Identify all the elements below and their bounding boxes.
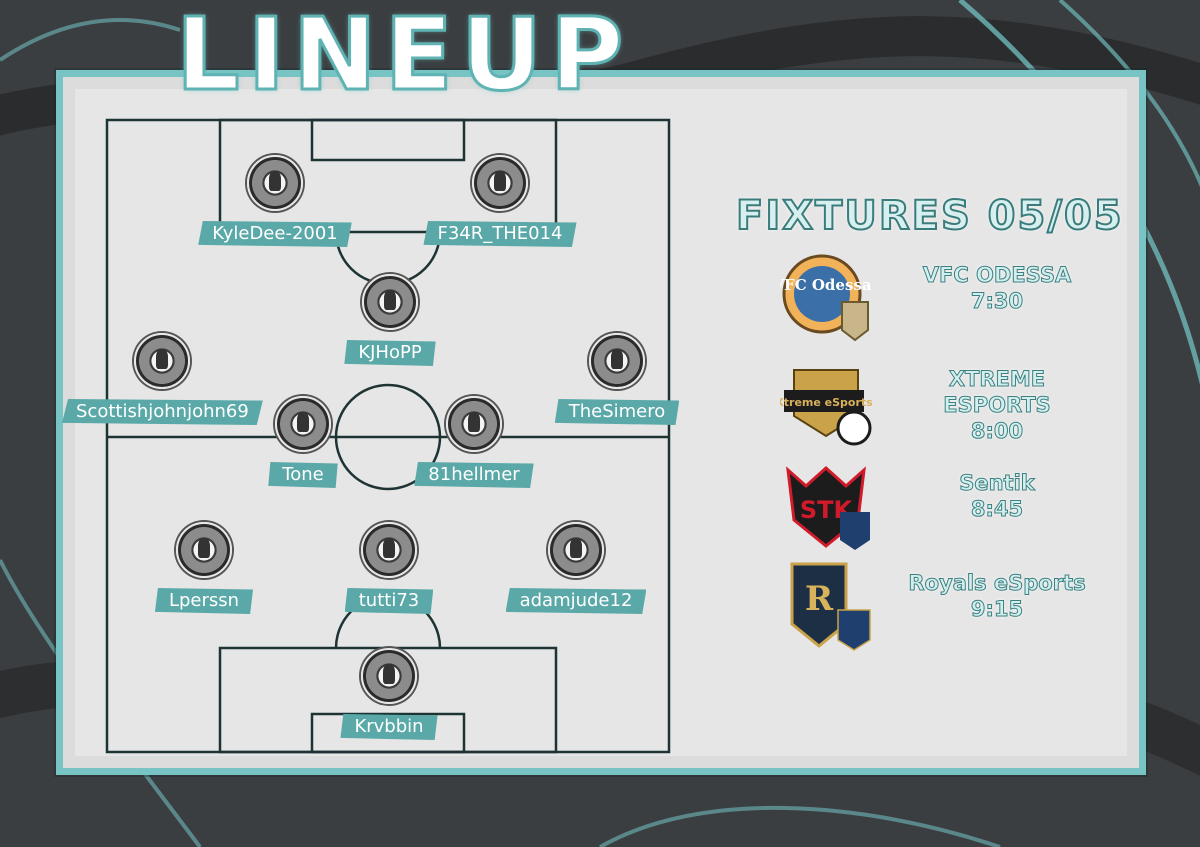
xtreme-esports-logo-icon: Xtreme eSports [780, 369, 872, 446]
royals-esports-logo-icon: R [790, 562, 871, 651]
player-card: Scottishjohnjohn69 [62, 333, 263, 425]
fixture-row: R Royals eSports 9:15 [780, 560, 1120, 652]
player-card: Tone [203, 396, 403, 488]
fixture-team: Royals eSports [908, 571, 1086, 596]
player-name: TheSimero [554, 399, 680, 425]
top-goal-box [310, 118, 466, 162]
fixture-time: 8:45 [970, 497, 1024, 522]
wolf-crest-icon [446, 396, 502, 452]
player-card: Lperssn [104, 522, 304, 614]
sentik-logo-icon: STK [786, 465, 870, 550]
fixture-team: XTREME ESPORTS [943, 367, 1051, 418]
player-card: adamjude12 [476, 522, 676, 614]
logo-text: Xtreme eSports [780, 396, 872, 409]
fixture-row: STK Sentik 8:45 [780, 460, 1120, 552]
vfc-odessa-logo-icon: VFC Odessa [780, 254, 872, 342]
player-name: Scottishjohnjohn69 [62, 399, 263, 425]
fixture-row: Xtreme eSports XTREME ESPORTS 8:00 [780, 356, 1120, 448]
player-card: 81hellmer [374, 396, 574, 488]
football-pitch [105, 118, 671, 754]
player-name: KyleDee-2001 [198, 221, 352, 247]
fixture-info: VFC ODESSA 7:30 [892, 262, 1102, 314]
player-card: KyleDee-2001 [175, 155, 375, 247]
wolf-crest-icon [361, 522, 417, 578]
player-name: 81hellmer [414, 462, 534, 488]
page-title: LINEUP [174, 0, 632, 113]
player-name: KJHoPP [344, 340, 436, 366]
wolf-crest-icon [589, 333, 645, 389]
wolf-crest-icon [361, 648, 417, 704]
wolf-crest-icon [176, 522, 232, 578]
wolf-crest-icon [134, 333, 190, 389]
wolf-crest-icon [247, 155, 303, 211]
player-card: tutti73 [289, 522, 489, 614]
wolf-crest-icon [548, 522, 604, 578]
fixture-info: Sentik 8:45 [892, 470, 1102, 522]
player-card: TheSimero [517, 333, 717, 425]
logo-text: R [805, 579, 834, 619]
player-name: Krvbbin [340, 714, 438, 740]
centre-circle [334, 383, 442, 491]
player-name: Lperssn [154, 588, 254, 614]
fixture-info: XTREME ESPORTS 8:00 [892, 366, 1102, 444]
player-name: adamjude12 [505, 588, 647, 614]
fixture-time: 7:30 [970, 289, 1024, 314]
player-card: Krvbbin [289, 648, 489, 740]
wolf-crest-icon [472, 155, 528, 211]
bottom-goal-box [310, 712, 466, 754]
player-name: tutti73 [344, 588, 434, 614]
player-name: F34R_THE014 [423, 221, 577, 247]
wolf-crest-icon [362, 274, 418, 330]
fixture-time: 9:15 [970, 597, 1024, 622]
fixture-row: VFC Odessa VFC ODESSA 7:30 [780, 252, 1120, 344]
player-name: Tone [268, 462, 338, 488]
logo-text: VFC Odessa [780, 276, 872, 294]
player-card: F34R_THE014 [400, 155, 600, 247]
fixture-info: Royals eSports 9:15 [892, 570, 1102, 622]
wolf-crest-icon [275, 396, 331, 452]
fixtures-title: FIXTURES 05/05 [735, 192, 1124, 240]
fixture-team: Sentik [959, 471, 1036, 496]
fixture-time: 8:00 [970, 419, 1024, 444]
player-card: KJHoPP [290, 274, 490, 366]
fixture-team: VFC ODESSA [922, 263, 1072, 288]
